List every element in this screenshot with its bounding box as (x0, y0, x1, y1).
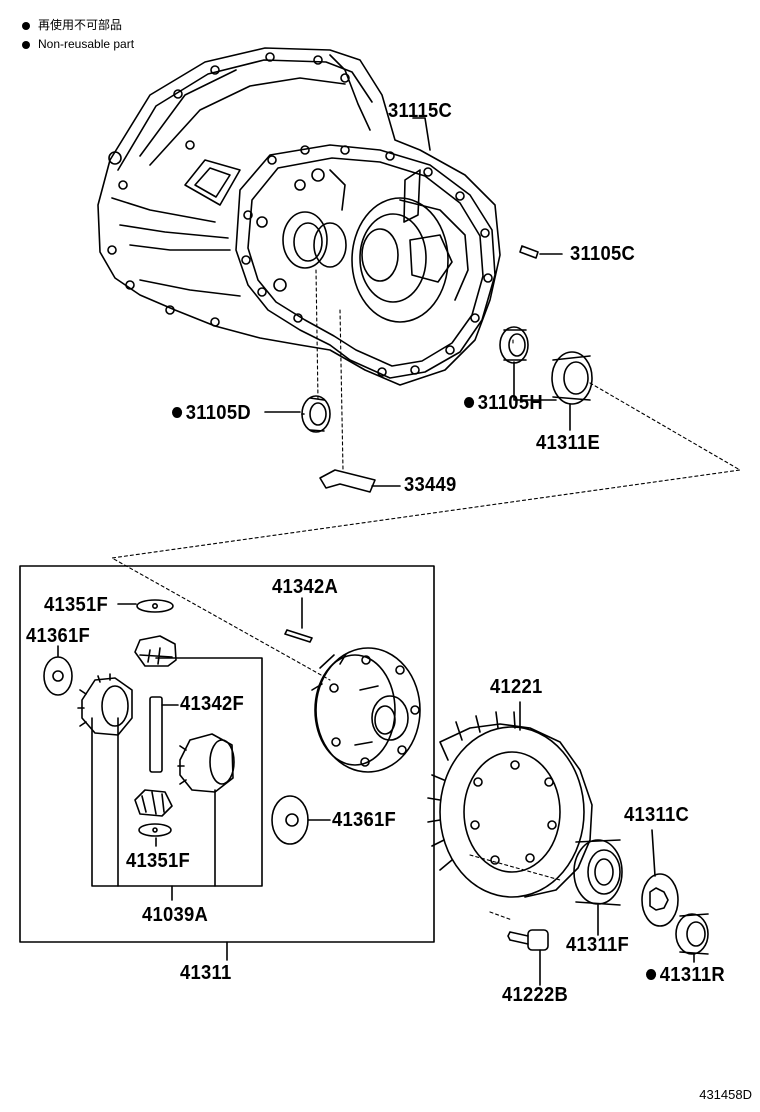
label-41221: 41221 (490, 676, 543, 698)
alignment-lines-top (111, 269, 741, 681)
label-41351F-top: 41351F (44, 594, 109, 616)
label-41351F-bottom: 41351F (126, 850, 191, 872)
label-41311E: 41311E (536, 432, 601, 454)
label-41311: 41311 (180, 962, 232, 984)
differential-parts-drawing (43, 597, 421, 961)
label-41311R: 41311R (646, 964, 725, 986)
label-41361F-right: 41361F (332, 809, 397, 831)
label-41311F: 41311F (566, 934, 630, 956)
bullet-icon (22, 21, 30, 30)
legend-jp: 再使用不可部品 (22, 18, 122, 32)
seal-31105H-drawing (499, 326, 557, 401)
label-31105H-text: 31105H (477, 392, 543, 414)
non-reusable-marker-icon (646, 969, 657, 980)
label-41222B: 41222B (502, 984, 569, 1006)
shim-41311C-drawing (641, 829, 679, 927)
alignment-lines-bottom (469, 854, 561, 921)
bearing-41311E-drawing (551, 351, 593, 431)
bullet-icon (22, 40, 30, 49)
non-reusable-marker-icon (172, 407, 183, 418)
label-31105D-text: 31105D (185, 402, 251, 424)
bolt-41222B-drawing (507, 929, 549, 986)
label-41342A: 41342A (272, 576, 339, 598)
legend-en-text: Non-reusable part (38, 37, 135, 51)
label-41039A: 41039A (142, 904, 209, 926)
bracket-33449-drawing (319, 469, 401, 493)
label-31115C: 31115C (388, 100, 453, 122)
illustration-id: 431458D (699, 1087, 752, 1102)
legend-en: Non-reusable part (22, 37, 134, 51)
label-31105D: 31105D (172, 402, 251, 424)
non-reusable-marker-icon (464, 397, 475, 408)
label-31105C: 31105C (570, 243, 636, 265)
label-31105H: 31105H (464, 392, 543, 414)
label-33449: 33449 (404, 474, 457, 496)
label-41311C: 41311C (624, 804, 690, 826)
transaxle-housing-drawing (97, 47, 563, 386)
seal-31105D-drawing (264, 395, 331, 433)
label-41311R-text: 41311R (659, 964, 725, 986)
seal-41311R-drawing (675, 913, 709, 963)
legend-jp-text: 再使用不可部品 (38, 18, 123, 32)
label-41361F-left: 41361F (26, 625, 91, 647)
bearing-41311F-drawing (573, 839, 623, 936)
ring-gear-41221-drawing (427, 701, 593, 898)
label-41342F: 41342F (180, 693, 245, 715)
